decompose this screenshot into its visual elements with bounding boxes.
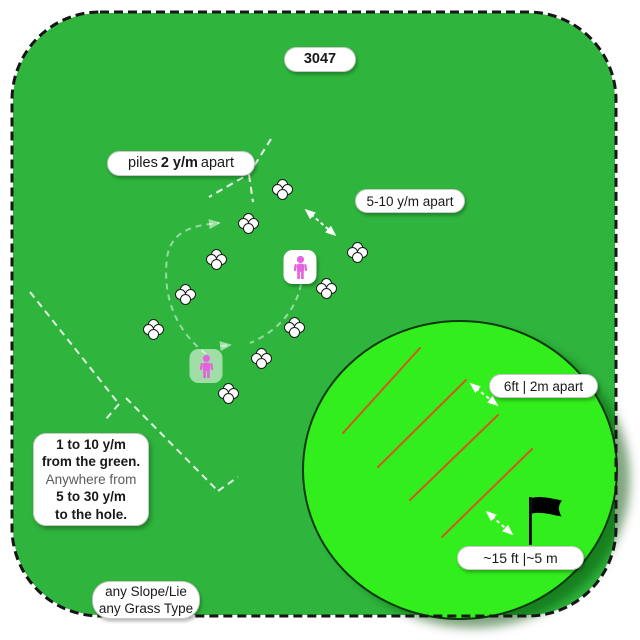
ball-pile xyxy=(251,348,273,370)
zone-dashes-lower xyxy=(29,291,239,492)
distance-info-box: 1 to 10 y/m from the green. Anywhere fro… xyxy=(33,433,149,526)
ball-pile xyxy=(218,383,240,405)
mowing-stripe xyxy=(441,448,533,538)
mowing-stripe xyxy=(342,347,421,434)
green-spacing-label: 6ft | 2m apart xyxy=(489,374,598,398)
golf-ball xyxy=(289,327,300,338)
ball-pile xyxy=(206,249,228,271)
green-stripes xyxy=(342,347,533,538)
piles-spacing-label: piles 2 y/m apart xyxy=(107,151,255,176)
conditions-label: any Slope/Lie any Grass Type xyxy=(92,581,200,619)
golf-ball xyxy=(148,329,159,340)
mowing-stripe xyxy=(409,414,499,501)
player-icon xyxy=(189,349,223,383)
person-pictogram xyxy=(199,354,213,378)
row-spacing-label: 5-10 y/m apart xyxy=(355,189,465,213)
putting-green xyxy=(302,320,618,620)
golf-ball xyxy=(321,288,332,299)
ball-pile xyxy=(284,317,306,339)
golf-ball xyxy=(211,259,222,270)
distance-arrows xyxy=(304,208,514,536)
person-pictogram xyxy=(293,255,307,279)
golf-ball xyxy=(223,393,234,404)
drill-number-badge: 3047 xyxy=(284,47,356,72)
hole-distance-label: ~15 ft |~5 m xyxy=(457,546,584,570)
ball-pile xyxy=(175,284,197,306)
ball-pile xyxy=(238,213,260,235)
golf-ball xyxy=(277,189,288,200)
drill-number: 3047 xyxy=(303,51,337,67)
golf-ball xyxy=(256,358,267,369)
player-path-arrows xyxy=(165,219,302,355)
flag-icon xyxy=(529,497,562,545)
ball-pile xyxy=(347,242,369,264)
golf-ball xyxy=(243,223,254,234)
mowing-stripe xyxy=(377,379,467,468)
ball-pile xyxy=(272,179,294,201)
field-boundary xyxy=(10,10,618,618)
golf-ball xyxy=(180,294,191,305)
ball-pile xyxy=(143,319,165,341)
player-icon xyxy=(283,250,317,284)
golf-ball xyxy=(352,252,363,263)
ball-pile xyxy=(316,278,338,300)
